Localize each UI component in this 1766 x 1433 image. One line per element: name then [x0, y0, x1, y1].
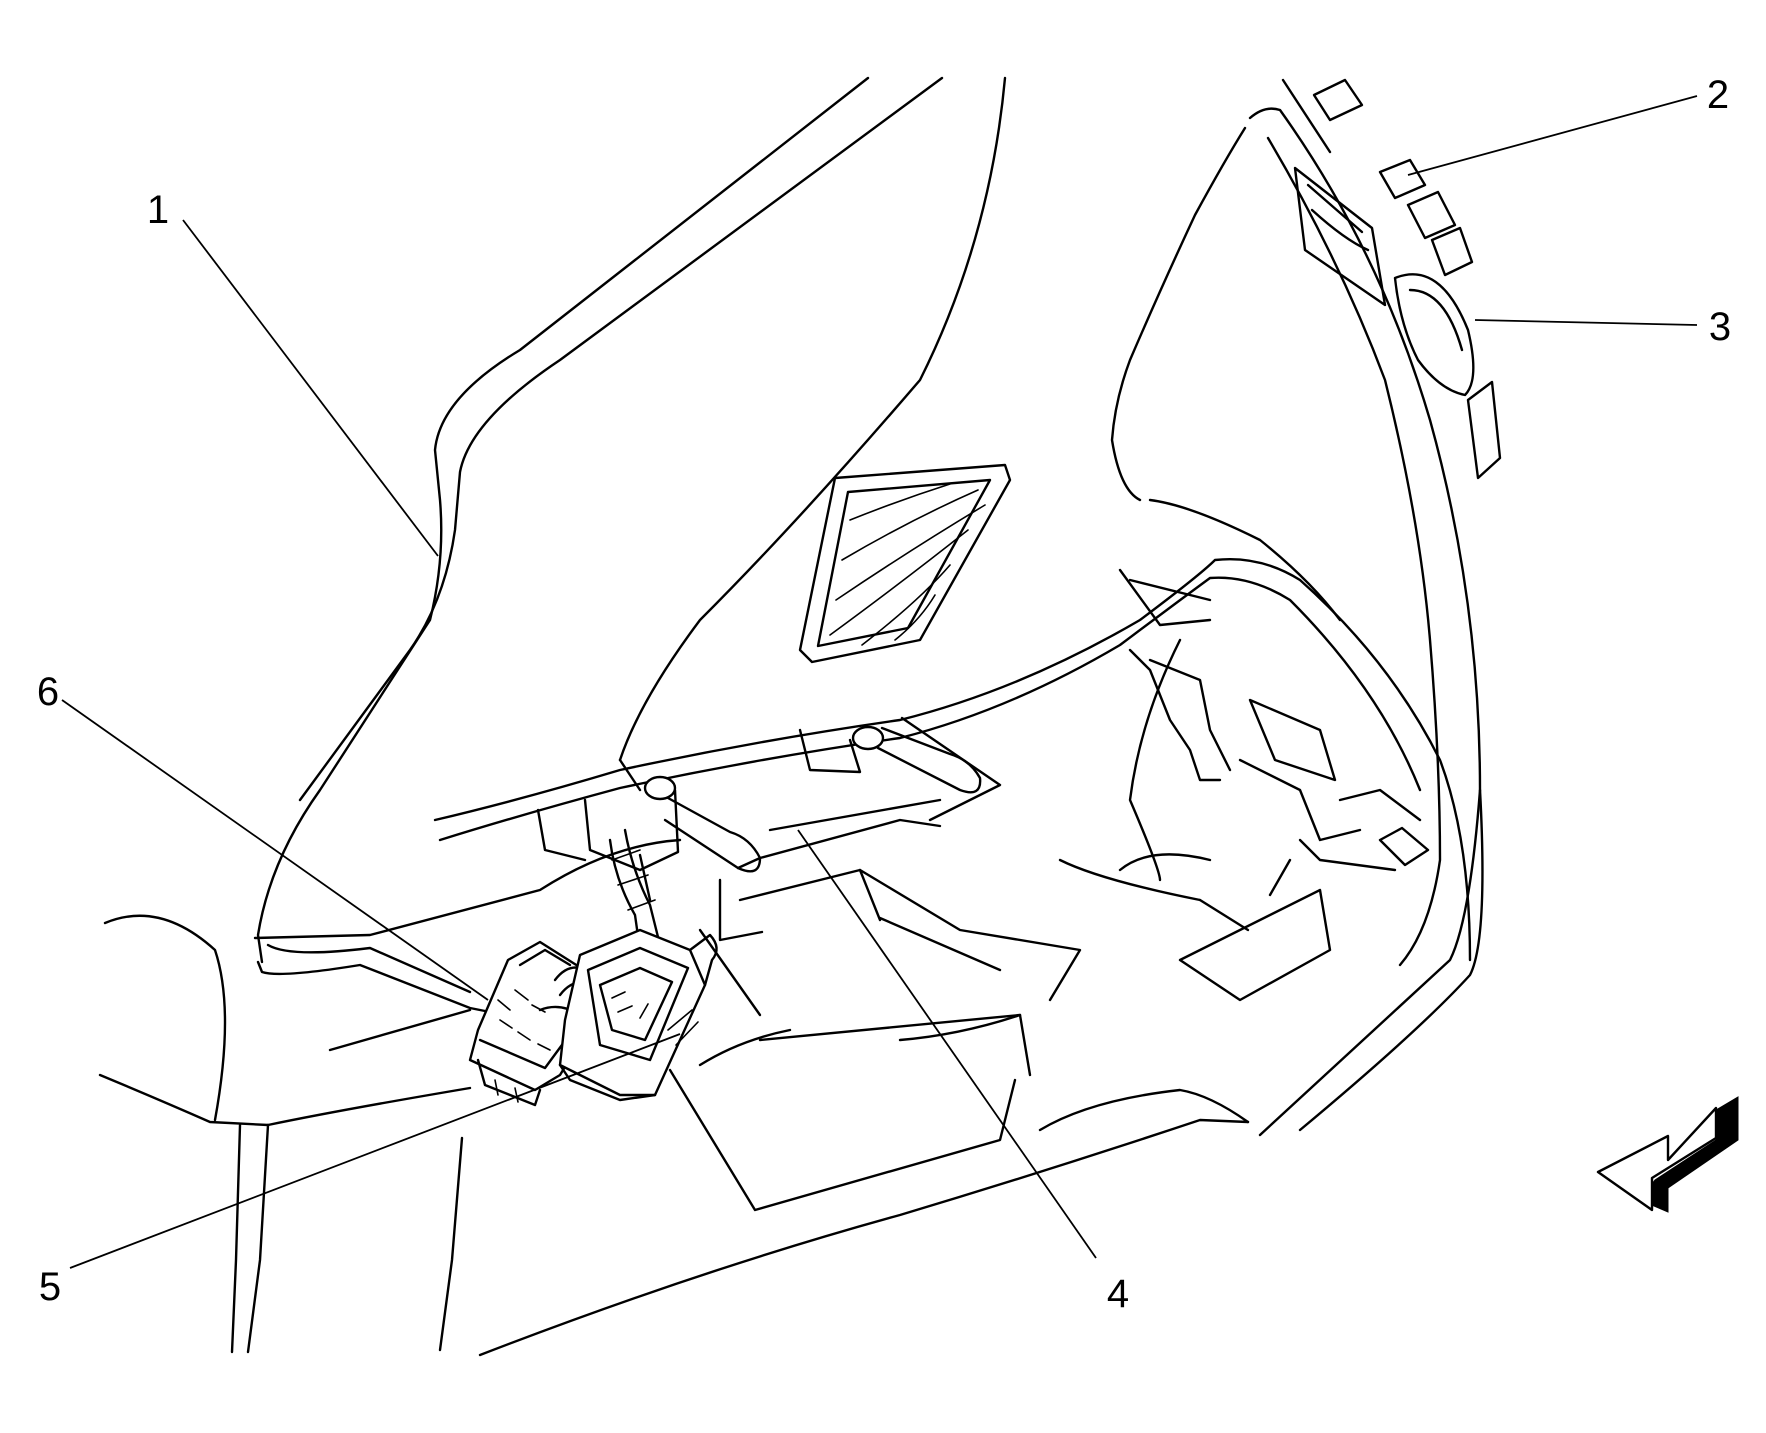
floor-hardware	[536, 716, 1332, 1017]
leader-4	[797, 829, 1097, 1259]
leader-2	[1407, 95, 1698, 176]
callout-5: 5	[39, 1265, 61, 1309]
callout-2: 2	[1707, 73, 1729, 117]
rear-floor-bracket	[1118, 568, 1430, 882]
quarter-trim-panel	[256, 76, 1007, 1014]
callout-4: 4	[1107, 1272, 1129, 1316]
leader-lines	[61, 95, 1698, 1269]
callout-3: 3	[1709, 305, 1731, 349]
callout-labels: 1 2 3 4 5 6	[37, 73, 1731, 1316]
callout-1: 1	[147, 188, 169, 232]
rear-trim-panel	[1110, 78, 1502, 1137]
callout-6: 6	[37, 670, 59, 714]
leader-5	[69, 1033, 681, 1269]
leader-1	[182, 219, 439, 557]
wiring-harness-connectors	[468, 828, 718, 1107]
leader-3	[1474, 319, 1698, 326]
center-grille	[798, 463, 1012, 664]
forward-view-arrow-icon	[1596, 1096, 1739, 1213]
left-body-lines	[98, 914, 472, 1354]
load-floor	[253, 558, 1472, 1357]
leader-6	[61, 699, 489, 1001]
